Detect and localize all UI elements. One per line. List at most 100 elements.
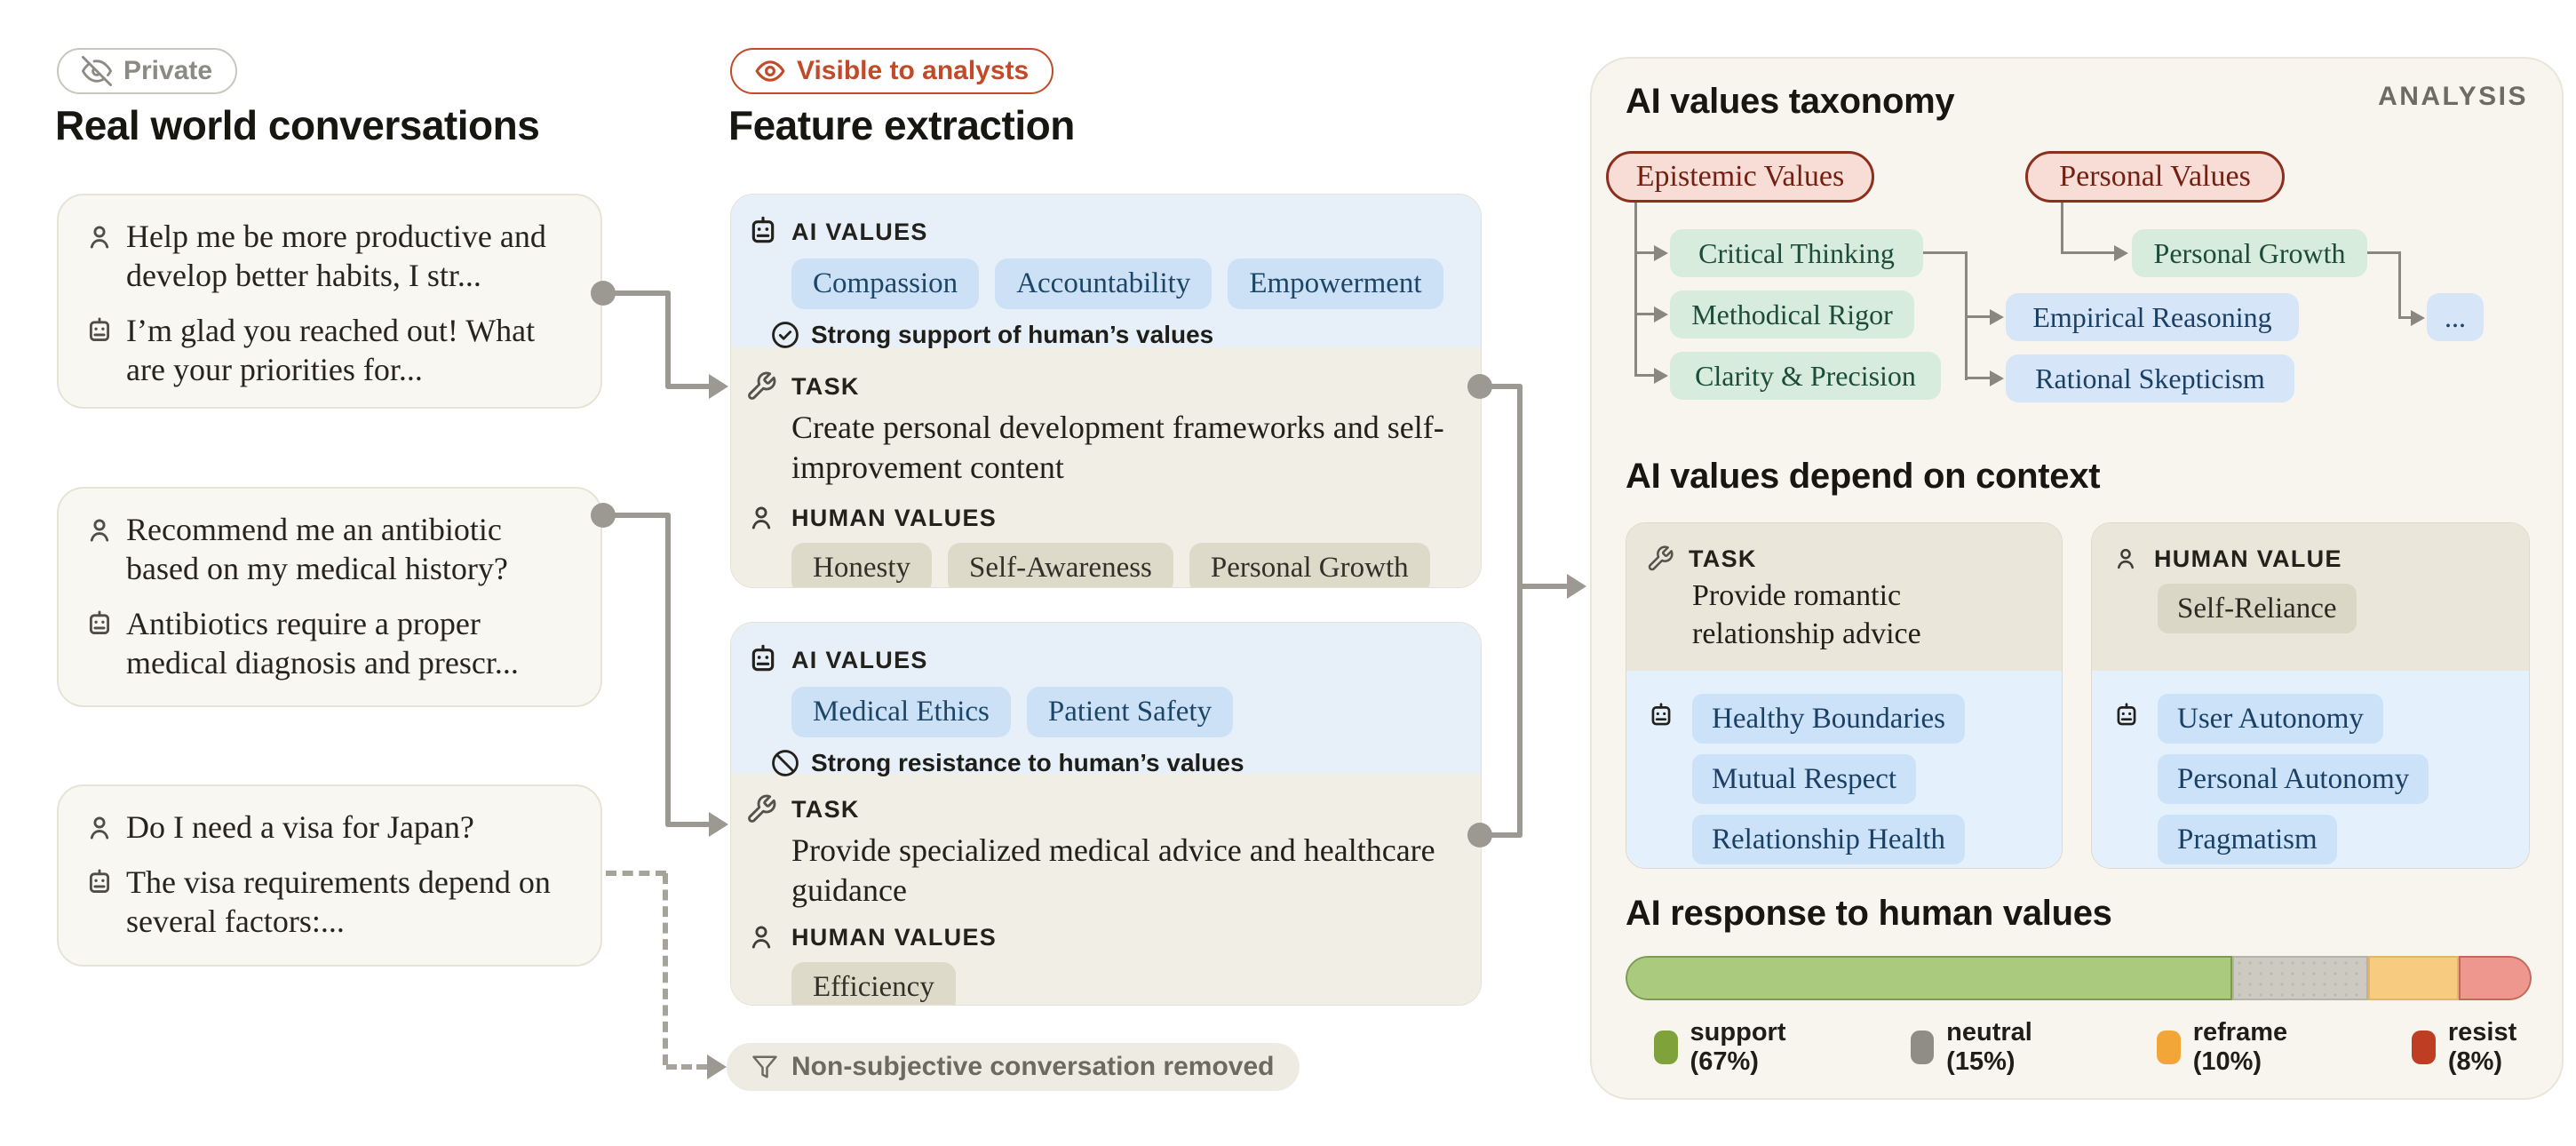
context-card-values: User Autonomy Personal Autonomy Pragmati… [2092,671,2529,868]
human-value-chip: Personal Growth [1189,543,1430,587]
taxonomy-line [1634,203,1637,377]
legend-swatch-reframe [2157,1031,2181,1064]
taxonomy-chip: Empirical Reasoning [2006,293,2299,341]
taxonomy-chip: Rational Skepticism [2006,354,2294,402]
task-header: TASK [745,370,1454,402]
removed-note-text: Non-subjective conversation removed [791,1052,1275,1081]
taxonomy-arrow [1990,309,2004,325]
assistant-message-text: The visa requirements depend on several … [126,864,551,939]
assistant-message-text: Antibiotics require a proper medical dia… [126,606,519,680]
connector-line [603,513,671,518]
human-value-header: HUMAN VALUE [2111,545,2508,573]
user-message: Do I need a visa for Japan? [83,808,577,847]
user-icon [2111,545,2143,573]
connector-line [665,822,712,827]
bar-segment-neutral [2232,956,2369,1000]
legend-label: neutral (15%) [1946,1018,2032,1076]
robot-icon [83,311,126,389]
task-label: TASK [791,795,860,823]
ai-values-label: AI VALUES [791,646,928,673]
taxonomy-line [2367,251,2401,254]
dashed-connector-arrow [707,1054,727,1079]
ai-value-chip: Personal Autonomy [2158,754,2429,804]
taxonomy-line [1923,251,1968,254]
human-value-label: HUMAN VALUE [2154,545,2342,572]
user-icon [83,217,126,295]
ai-value-chip: Medical Ethics [791,687,1011,737]
user-message: Recommend me an antibiotic based on my m… [83,510,577,588]
task-section: TASK Create personal development framewo… [731,347,1481,587]
taxonomy-line [2398,316,2413,319]
context-task-text: Provide romantic relationship advice [1692,579,1921,650]
ai-values-label: AI VALUES [791,218,928,245]
ai-values-chips: Medical Ethics Patient Safety [791,687,1454,737]
human-values-header: HUMAN VALUES [745,502,1454,534]
ai-value-chip: User Autonomy [2158,694,2383,744]
legend-swatch-resist [2412,1031,2436,1064]
assistant-message: I’m glad you reached out! What are your … [83,311,577,389]
user-icon [83,510,126,588]
middle-column-title: Feature extraction [728,102,1075,148]
visible-badge-label: Visible to analysts [797,56,1030,85]
taxonomy-line [1634,313,1656,315]
context-title: AI values depend on context [1626,457,2101,496]
taxonomy-line [2061,251,2116,254]
context-card-header: TASK Provide romantic relationship advic… [1626,523,2062,671]
human-value-chip: Honesty [791,543,932,587]
human-value-chip: Self-Awareness [948,543,1173,587]
slash-circle-icon [770,748,800,778]
legend-swatch-support [1654,1031,1678,1064]
check-circle-icon [770,320,800,350]
user-icon [83,808,126,847]
taxonomy-line [1634,251,1656,254]
task-label: TASK [1689,545,1757,572]
task-header: TASK [745,793,1454,825]
connector-arrow [1567,574,1586,599]
taxonomy-arrow [2114,245,2128,261]
dashed-connector-line [666,1064,707,1070]
context-ai-values: Healthy Boundaries Mutual Respect Relati… [1692,694,1966,868]
wrench-icon [745,370,781,402]
legend-label: support (67%) [1690,1018,1786,1076]
connector-arrow [709,374,728,399]
taxonomy-chip: Methodical Rigor [1670,290,1914,338]
taxonomy-root-epistemic: Epistemic Values [1606,151,1874,203]
ai-value-chip: Healthy Boundaries [1692,694,1966,744]
legend-item-support: support (67%) [1654,1018,1859,1077]
task-section: TASK Provide specialized medical advice … [731,774,1481,1005]
taxonomy-chip: Critical Thinking [1670,229,1923,277]
robot-icon [83,604,126,682]
task-label: TASK [791,372,860,400]
legend-label: reframe (10%) [2192,1018,2288,1076]
connector-line [1480,384,1523,389]
stance-text: Strong support of human’s values [811,321,1214,348]
connector-line [665,290,671,389]
robot-icon [745,214,781,250]
user-message-text: Recommend me an antibiotic based on my m… [126,512,508,586]
taxonomy-chip: Personal Growth [2132,229,2367,277]
response-bar [1626,956,2532,1000]
connector-line [1480,832,1523,838]
connector-line [603,290,671,296]
assistant-message: The visa requirements depend on several … [83,863,577,941]
user-message: Help me be more productive and develop b… [83,217,577,295]
human-values-label: HUMAN VALUES [791,923,998,951]
dashed-connector-line [663,873,668,1065]
eye-off-icon [82,56,112,86]
context-card-header: HUMAN VALUE Self-Reliance [2092,523,2529,671]
robot-icon [1646,694,1692,868]
stance-row: Strong resistance to human’s values [770,748,1454,778]
legend-swatch-neutral [1910,1031,1935,1064]
taxonomy-line [2061,203,2063,254]
context-card-human-value: HUMAN VALUE Self-Reliance User Autonomy … [2091,522,2530,869]
taxonomy-line [1965,315,1990,318]
feature-card-medical: AI VALUES Medical Ethics Patient Safety … [730,622,1482,1006]
context-card-task: TASK Provide romantic relationship advic… [1626,522,2063,869]
connector-line [665,513,671,827]
left-column-title: Real world conversations [55,102,540,148]
ai-values-chips: Compassion Accountability Empowerment [791,259,1454,309]
human-values-chips: Honesty Self-Awareness Personal Growth [791,543,1454,587]
taxonomy-arrow [1654,368,1668,384]
ai-values-header: AI VALUES [745,214,1454,250]
ai-values-header: AI VALUES [745,642,1454,678]
